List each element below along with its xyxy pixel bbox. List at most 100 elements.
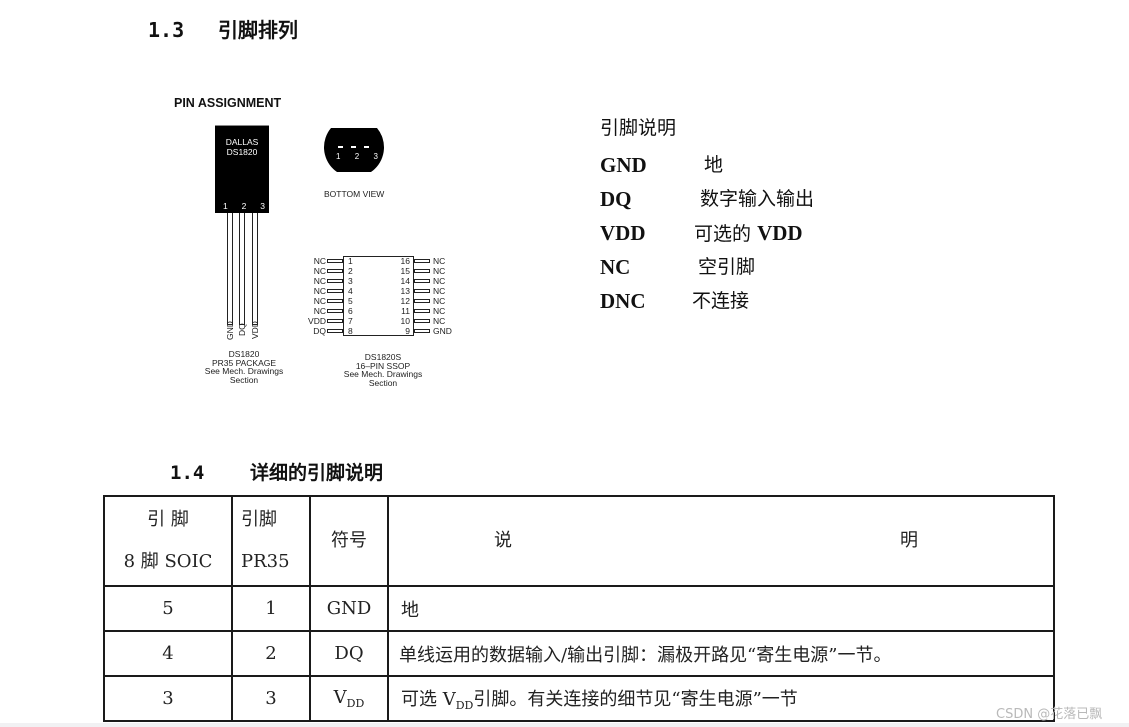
caption-line: PR35 PACKAGE bbox=[211, 357, 277, 368]
legend-symbol: NC bbox=[600, 255, 631, 279]
lead-dq bbox=[239, 213, 245, 325]
ssop-pin-name: DQ bbox=[313, 326, 326, 336]
desc-post: 引脚。有关连接的细节见“寄生电源”一节 bbox=[473, 689, 798, 710]
legend-row-gnd: GND 地 bbox=[600, 148, 814, 182]
caption-line: Section bbox=[368, 377, 398, 388]
ssop-pin-number: 2 bbox=[348, 266, 353, 276]
pin-assignment-label: PIN ASSIGNMENT bbox=[174, 96, 282, 110]
cell-pr35: 2 bbox=[231, 630, 311, 677]
ssop-pin-lead bbox=[327, 279, 343, 283]
caption-line: See Mech. Drawings bbox=[343, 369, 423, 379]
ssop-pin-lead bbox=[414, 299, 430, 303]
header-line: PR35 bbox=[241, 551, 290, 572]
ssop-pin-name: GND bbox=[433, 326, 452, 336]
ssop-pin-name: NC bbox=[433, 276, 446, 286]
ssop-pin-number: 5 bbox=[348, 296, 353, 306]
cell-desc: 单线运用的数据输入/输出引脚：漏极开路见“寄生电源”一节。 bbox=[387, 630, 1055, 677]
section-number: 1.3 bbox=[148, 18, 185, 42]
cell-symbol: VDD bbox=[309, 675, 389, 722]
section-number: 1.4 bbox=[170, 462, 205, 484]
brand-line-2: DS1820 bbox=[226, 147, 258, 157]
cell-pr35: 3 bbox=[231, 675, 311, 722]
ssop-pin-number: 7 bbox=[348, 316, 353, 326]
desc-sub: DD bbox=[455, 699, 474, 712]
symbol-sub: DD bbox=[346, 697, 365, 710]
ssop-pin-lead bbox=[327, 269, 343, 273]
section-heading-1-3: 1.3 引脚排列 bbox=[148, 14, 298, 43]
ssop-caption: DS1820S 16–PIN SSOP See Mech. Drawings S… bbox=[335, 353, 431, 387]
lead-label-gnd: GND bbox=[225, 321, 235, 340]
cell-soic: 3 bbox=[103, 675, 233, 722]
ssop-pin-lead bbox=[327, 319, 343, 323]
caption-line: See Mech. Drawings bbox=[204, 366, 284, 376]
section-title: 引脚排列 bbox=[218, 18, 298, 42]
header-desc-right: 明 bbox=[900, 530, 918, 551]
caption-line: 16–PIN SSOP bbox=[355, 360, 411, 371]
cell-soic: 5 bbox=[103, 585, 233, 632]
header-line: 引 脚 bbox=[147, 509, 189, 530]
ssop-pin-name: NC bbox=[433, 256, 446, 266]
header-pr35: 引脚 PR35 bbox=[231, 495, 311, 587]
legend-desc: 数字输入输出 bbox=[700, 188, 815, 210]
header-line: 8 脚 SOIC bbox=[123, 551, 213, 572]
ssop-pin-lead bbox=[414, 319, 430, 323]
ssop-pin-number: 4 bbox=[348, 286, 353, 296]
ssop-pin-lead bbox=[414, 259, 430, 263]
pin-number: 2 bbox=[241, 201, 247, 211]
ssop-pin-lead bbox=[327, 289, 343, 293]
lead-gnd bbox=[227, 213, 233, 325]
to92-package-body: DALLAS DS1820 1 2 3 bbox=[215, 125, 269, 213]
caption-line: DS1820S bbox=[364, 352, 402, 362]
ssop-pin-number: 12 bbox=[400, 296, 410, 306]
ssop-pin-number: 1 bbox=[348, 256, 353, 266]
ssop-pin-name: NC bbox=[313, 286, 326, 296]
ssop-pin-name: VDD bbox=[308, 316, 326, 326]
to92-pin-numbers: 1 2 3 bbox=[223, 201, 265, 211]
legend-row-dq: DQ 数字输入输出 bbox=[600, 182, 814, 216]
ssop-pin-lead bbox=[414, 289, 430, 293]
caption-line: DS1820 bbox=[228, 349, 260, 359]
header-description: 说 明 bbox=[387, 495, 1055, 587]
ssop-pin-name: NC bbox=[313, 266, 326, 276]
legend-desc-suffix: VDD bbox=[757, 221, 803, 245]
ssop-pin-number: 3 bbox=[348, 276, 353, 286]
table-row: 5 1 GND 地 bbox=[103, 585, 1055, 632]
table-header-row: 引 脚 8 脚 SOIC 引脚 PR35 符号 说 明 bbox=[103, 495, 1055, 587]
ssop-pin-name: NC bbox=[313, 276, 326, 286]
pin-legend: 引脚说明 GND 地 DQ 数字输入输出 VDD 可选的 VDD NC 空引脚 … bbox=[600, 114, 814, 318]
ssop-pin-name: NC bbox=[313, 296, 326, 306]
cell-desc: 地 bbox=[387, 585, 1055, 632]
cell-desc: 可选 VDD引脚。有关连接的细节见“寄生电源”一节 bbox=[387, 675, 1055, 722]
symbol-main: V bbox=[333, 687, 347, 708]
section-title: 详细的引脚说明 bbox=[250, 462, 384, 484]
ssop-pin-number: 14 bbox=[400, 276, 410, 286]
pin-number: 3 bbox=[260, 201, 265, 211]
legend-desc: 可选的 VDD bbox=[694, 216, 803, 250]
ssop-pin-lead bbox=[414, 309, 430, 313]
desc-pre: 可选 V bbox=[401, 689, 456, 710]
page-bottom-strip bbox=[0, 723, 1129, 727]
ssop-pin-lead bbox=[414, 279, 430, 283]
ssop-pin-name: NC bbox=[433, 296, 446, 306]
pin-description-table: 引 脚 8 脚 SOIC 引脚 PR35 符号 说 明 5 1 GND 地 4 … bbox=[103, 495, 1055, 722]
pin-number: 2 bbox=[354, 152, 360, 161]
bottom-view-icon bbox=[324, 128, 384, 172]
lead-label-vdd: VDD bbox=[250, 321, 260, 339]
bottom-view-label: BOTTOM VIEW bbox=[324, 189, 385, 199]
pin-number: 3 bbox=[373, 152, 378, 161]
ssop-pin-number: 6 bbox=[348, 306, 353, 316]
bottom-view-pin-numbers: 1 2 3 bbox=[336, 152, 378, 162]
legend-symbol: DNC bbox=[600, 289, 646, 313]
ssop-pin-name: NC bbox=[433, 306, 446, 316]
cell-pr35: 1 bbox=[231, 585, 311, 632]
caption-line: Section bbox=[229, 374, 259, 385]
cell-soic: 4 bbox=[103, 630, 233, 677]
ssop-pin-lead bbox=[414, 269, 430, 273]
ssop-pin-number: 9 bbox=[405, 326, 410, 336]
ssop-pin-lead bbox=[327, 309, 343, 313]
ssop-pin-number: 8 bbox=[348, 326, 353, 336]
legend-row-vdd: VDD 可选的 VDD bbox=[600, 216, 814, 250]
lead-label-dq: DQ bbox=[237, 323, 247, 336]
cell-symbol: GND bbox=[309, 585, 389, 632]
ssop-pin-name: NC bbox=[433, 316, 446, 326]
